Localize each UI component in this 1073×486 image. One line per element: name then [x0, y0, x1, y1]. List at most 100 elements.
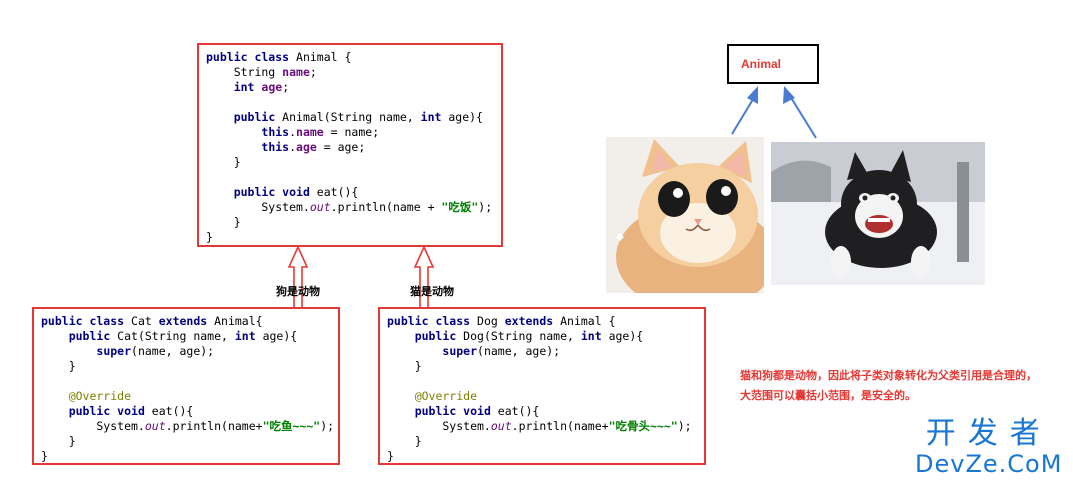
code-token: System.	[206, 200, 310, 214]
animal-node-label: Animal	[741, 57, 782, 71]
code-token: out	[144, 419, 166, 433]
code-token: this	[261, 125, 290, 139]
code-token: ;	[282, 80, 290, 94]
code-token: }	[387, 434, 422, 448]
code-token: eat(){	[490, 404, 540, 418]
code-token: }	[41, 449, 48, 463]
code-token	[206, 80, 234, 94]
dog-class-code: public class Dog extends Animal { public…	[380, 309, 704, 464]
code-token	[387, 404, 415, 418]
code-token: extends	[504, 314, 554, 328]
code-token: age	[261, 80, 283, 94]
code-token: }	[206, 155, 241, 169]
code-token: (name, age);	[477, 344, 561, 358]
code-token: @Override	[387, 389, 478, 403]
code-token: );	[677, 419, 692, 433]
watermark-top-text: 开发者	[925, 416, 1052, 451]
animal-node-box: Animal	[727, 44, 819, 84]
animal-class-box: public class Animal { String name; int a…	[197, 43, 503, 247]
cat-class-box: public class Cat extends Animal{ public …	[32, 307, 340, 465]
code-token: }	[387, 449, 394, 463]
code-token: System.	[387, 419, 491, 433]
watermark-bottom-text: DevZe.CoM	[915, 450, 1063, 478]
cat-arrow-head	[747, 86, 758, 104]
code-token: "吃鱼~~~"	[262, 419, 321, 433]
code-token: );	[478, 200, 493, 214]
dog-arrow-shaft	[789, 95, 817, 139]
code-token	[206, 110, 234, 124]
code-token: }	[41, 434, 76, 448]
code-token	[41, 404, 69, 418]
arrow-label-right: 猫是动物	[410, 286, 454, 298]
code-token	[206, 185, 234, 199]
code-token	[206, 125, 261, 139]
code-token: age){	[601, 329, 644, 343]
code-token	[41, 329, 69, 343]
dog-to-animal-arrow	[413, 245, 435, 310]
dog-arrow-head	[783, 86, 795, 104]
dog-photo	[771, 142, 985, 285]
code-token: public void	[68, 404, 145, 418]
code-token: int	[233, 80, 255, 94]
code-token	[387, 329, 415, 343]
code-token: super	[96, 344, 132, 358]
code-token: Animal {	[289, 50, 352, 64]
code-token: super	[442, 344, 478, 358]
code-token: = age;	[316, 140, 366, 154]
code-token: ;	[309, 65, 317, 79]
code-token: .println(name +	[330, 200, 442, 214]
code-token: public	[68, 329, 111, 343]
code-token: Animal {	[553, 314, 616, 328]
code-token: System.	[41, 419, 145, 433]
code-token: int	[234, 329, 256, 343]
code-token: .	[289, 140, 297, 154]
code-token: public void	[414, 404, 491, 418]
dog-image	[771, 142, 985, 285]
code-token: .println(name+	[511, 419, 609, 433]
code-token: .println(name+	[165, 419, 263, 433]
code-token: name	[282, 65, 310, 79]
code-token: public class	[206, 50, 290, 64]
animal-class-code: public class Animal { String name; int a…	[199, 45, 501, 245]
code-token: @Override	[41, 389, 132, 403]
code-token: public class	[41, 314, 125, 328]
code-token: public	[233, 110, 276, 124]
code-token: this	[261, 140, 290, 154]
cat-to-animal-arrow	[287, 245, 309, 310]
code-token: public class	[387, 314, 471, 328]
blue-arrows	[731, 86, 817, 139]
code-token: }	[41, 359, 76, 373]
code-token: "吃饭"	[441, 200, 479, 214]
code-token: public	[414, 329, 457, 343]
code-token: "吃骨头~~~"	[608, 419, 678, 433]
code-token: public void	[233, 185, 310, 199]
code-token: }	[206, 230, 213, 244]
code-token: Animal{	[207, 314, 263, 328]
code-token	[387, 344, 442, 358]
code-token: eat(){	[144, 404, 194, 418]
code-token: Dog(String name,	[456, 329, 581, 343]
code-token: out	[490, 419, 512, 433]
code-token: Cat	[124, 314, 159, 328]
code-token: (name, age);	[131, 344, 215, 358]
code-token: .	[289, 125, 297, 139]
cat-arrow-shaft	[731, 95, 756, 135]
code-token: out	[309, 200, 331, 214]
cat-class-code: public class Cat extends Animal{ public …	[34, 309, 338, 464]
code-token	[206, 140, 261, 154]
code-token: extends	[158, 314, 208, 328]
cat-photo	[606, 137, 764, 293]
code-token: age){	[255, 329, 298, 343]
code-token	[41, 344, 96, 358]
dog-class-box: public class Dog extends Animal { public…	[378, 307, 706, 465]
code-token: }	[387, 359, 422, 373]
code-token: name	[296, 125, 324, 139]
code-token: }	[206, 215, 241, 229]
code-token: = name;	[323, 125, 380, 139]
code-token: Animal(String name,	[275, 110, 421, 124]
explanation-line-1: 猫和狗都是动物，因此将子类对象转化为父类引用是合理的，	[740, 370, 1037, 382]
code-token: age){	[441, 110, 483, 124]
arrow-label-left: 狗是动物	[276, 286, 320, 298]
devze-watermark: 开发者 DevZe.CoM	[915, 416, 1063, 479]
code-token: Dog	[470, 314, 505, 328]
